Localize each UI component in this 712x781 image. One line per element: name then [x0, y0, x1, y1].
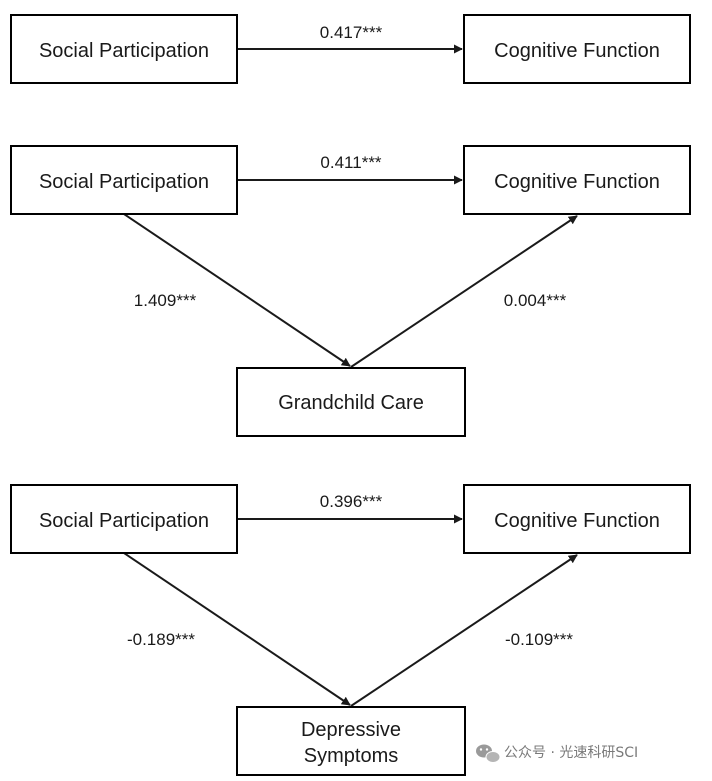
depressive-symptoms-box: Depressive Symptoms	[236, 706, 466, 776]
direct-effect-label: 0.411***	[320, 153, 382, 172]
panel-1-total-effect: 0.417*** Social Participation Cognitive …	[10, 14, 691, 84]
cognitive-function-label: Cognitive Function	[494, 40, 660, 62]
cognitive-function-box: Cognitive Function	[463, 145, 691, 215]
wechat-icon	[476, 744, 501, 763]
depressive-symptoms-label-line-2: Symptoms	[304, 745, 398, 767]
social-participation-box: Social Participation	[10, 145, 238, 215]
cognitive-function-box: Cognitive Function	[463, 484, 691, 554]
direct-effect-label: 0.417***	[320, 23, 383, 42]
grandchild-care-label: Grandchild Care	[278, 392, 424, 414]
watermark-text: 公众号 · 光速科研SCI	[504, 745, 638, 761]
path-a-label: -0.189***	[127, 630, 195, 649]
social-participation-box: Social Participation	[10, 14, 238, 84]
grandchild-care-box: Grandchild Care	[236, 367, 466, 437]
depressive-symptoms-label-line-1: Depressive	[301, 719, 401, 741]
social-participation-label: Social Participation	[39, 40, 209, 62]
path-a-label: 1.409***	[134, 291, 197, 310]
cognitive-function-label: Cognitive Function	[494, 510, 660, 532]
panel-3-depressive-symptoms: 0.396*** -0.189*** -0.109*** Social Part…	[10, 484, 691, 776]
panel-2-grandchild-care: 0.411*** 1.409*** 0.004*** Social Partic…	[10, 145, 691, 437]
cognitive-function-label: Cognitive Function	[494, 171, 660, 193]
edge-social-to-mediator	[123, 552, 351, 706]
edge-mediator-to-cognitive	[350, 215, 578, 368]
cognitive-function-box: Cognitive Function	[463, 14, 691, 84]
watermark: 公众号 · 光速科研SCI	[476, 744, 638, 763]
path-b-label: -0.109***	[505, 630, 573, 649]
social-participation-label: Social Participation	[39, 510, 209, 532]
social-participation-label: Social Participation	[39, 171, 209, 193]
social-participation-box: Social Participation	[10, 484, 238, 554]
edge-mediator-to-cognitive	[350, 554, 578, 707]
path-b-label: 0.004***	[504, 291, 567, 310]
direct-effect-label: 0.396***	[320, 492, 383, 511]
edge-social-to-mediator	[123, 213, 351, 367]
